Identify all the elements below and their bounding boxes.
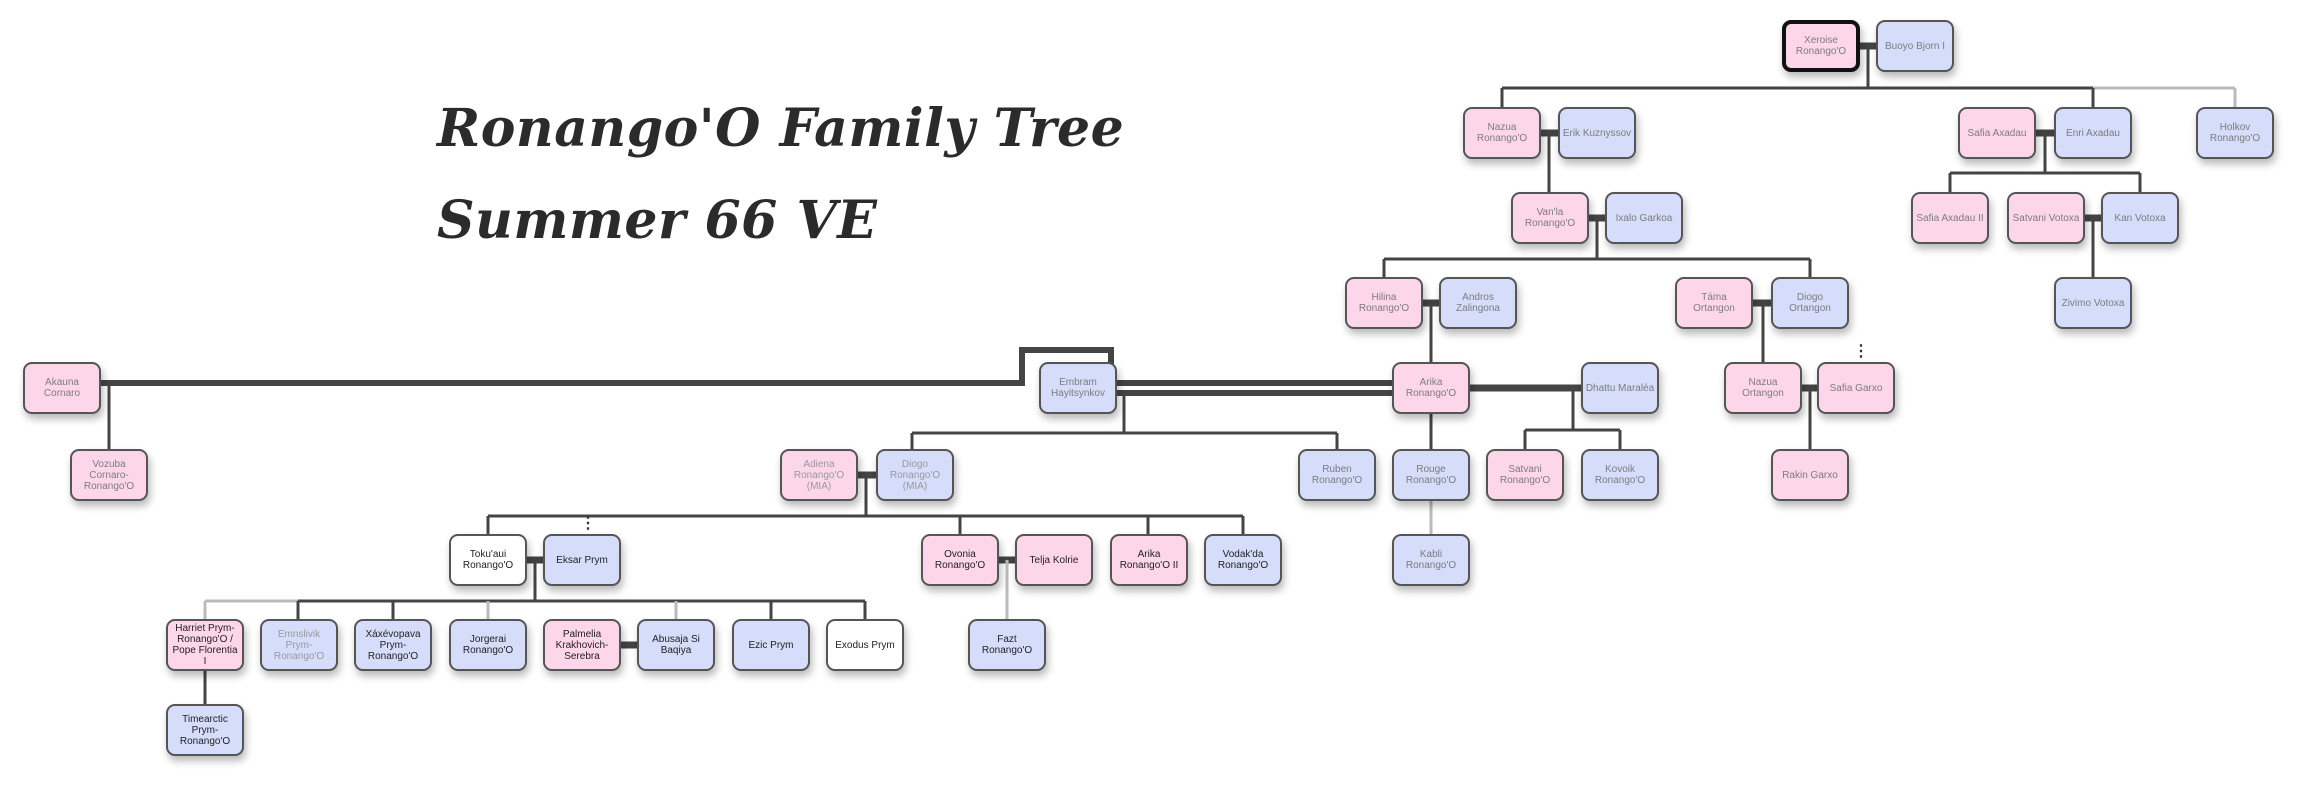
person-node[interactable]: Vodak'da Ronango'O — [1204, 534, 1282, 586]
person-node[interactable]: Palmelia Krakhovich-Serebra — [543, 619, 621, 671]
person-node[interactable]: Safia Garxo — [1817, 362, 1895, 414]
person-node[interactable]: Timearctic Prym-Ronango'O — [166, 704, 244, 756]
person-node[interactable]: Diogo Ronango'O (MIA) — [876, 449, 954, 501]
person-node[interactable]: Diogo Ortangon — [1771, 277, 1849, 329]
person-node-root[interactable]: Xeroise Ronango'O — [1782, 20, 1860, 72]
title-line-1: Ronango'O Family Tree — [437, 98, 1125, 159]
person-node[interactable]: Andros Zalingona — [1439, 277, 1517, 329]
person-node[interactable]: Erik Kuznyssov — [1558, 107, 1636, 159]
person-node[interactable]: Hilina Ronango'O — [1345, 277, 1423, 329]
person-node[interactable]: Ezic Prym — [732, 619, 810, 671]
person-node[interactable]: Dhattu Maraléa — [1581, 362, 1659, 414]
person-node[interactable]: Harriet Prym-Ronango'O / Pope Florentia … — [166, 619, 244, 671]
more-options-icon[interactable]: ⋮ — [580, 515, 596, 532]
person-node[interactable]: Adiena Ronango'O (MIA) — [780, 449, 858, 501]
person-node[interactable]: Van'la Ronango'O — [1511, 192, 1589, 244]
person-node[interactable]: Rakin Garxo — [1771, 449, 1849, 501]
person-node[interactable]: Eksar Prym — [543, 534, 621, 586]
person-node[interactable]: Satvani Votoxa — [2007, 192, 2085, 244]
person-node[interactable]: Xáxévopava Prym-Ronango'O — [354, 619, 432, 671]
person-node[interactable]: Rouge Ronango'O — [1392, 449, 1470, 501]
person-node[interactable]: Ovonia Ronango'O — [921, 534, 999, 586]
person-node[interactable]: Toku'aui Ronango'O — [449, 534, 527, 586]
partner-line-akauna-arika — [101, 347, 1392, 386]
person-node[interactable]: Kovoik Ronango'O — [1581, 449, 1659, 501]
person-node[interactable]: Arika Ronango'O — [1392, 362, 1470, 414]
person-node[interactable]: Enri Axadau — [2054, 107, 2132, 159]
person-node[interactable]: Ruben Ronango'O — [1298, 449, 1376, 501]
person-node[interactable]: Kan Votoxa — [2101, 192, 2179, 244]
person-node[interactable]: Jorgerai Ronango'O — [449, 619, 527, 671]
person-node[interactable]: Táma Ortangon — [1675, 277, 1753, 329]
person-node[interactable]: Zivimo Votoxa — [2054, 277, 2132, 329]
title-line-2: Summer 66 VE — [437, 190, 878, 251]
person-node[interactable]: Safia Axadau II — [1911, 192, 1989, 244]
person-node[interactable]: Kabli Ronango'O — [1392, 534, 1470, 586]
person-node[interactable]: Vozuba Cornaro-Ronango'O — [70, 449, 148, 501]
more-options-icon[interactable]: ⋮ — [1853, 343, 1869, 360]
person-node[interactable]: Nazua Ronango'O — [1463, 107, 1541, 159]
person-node[interactable]: Telja Kolrie — [1015, 534, 1093, 586]
person-node[interactable]: Arika Ronango'O II — [1110, 534, 1188, 586]
person-node[interactable]: Buoyo Bjorn I — [1876, 20, 1954, 72]
person-node[interactable]: Fazt Ronango'O — [968, 619, 1046, 671]
person-node[interactable]: Ixalo Garkoa — [1605, 192, 1683, 244]
person-node[interactable]: Nazua Ortangon — [1724, 362, 1802, 414]
person-node[interactable]: Akauna Cornaro — [23, 362, 101, 414]
person-node[interactable]: Safia Axadau — [1958, 107, 2036, 159]
person-node[interactable]: Embram Hayitsynkov — [1039, 362, 1117, 414]
person-node[interactable]: Emnslivik Prym-Ronango'O — [260, 619, 338, 671]
person-node[interactable]: Satvani Ronango'O — [1486, 449, 1564, 501]
person-node[interactable]: Abusaja Si Baqiya — [637, 619, 715, 671]
person-node[interactable]: Holkov Ronango'O — [2196, 107, 2274, 159]
person-node[interactable]: Exodus Prym — [826, 619, 904, 671]
